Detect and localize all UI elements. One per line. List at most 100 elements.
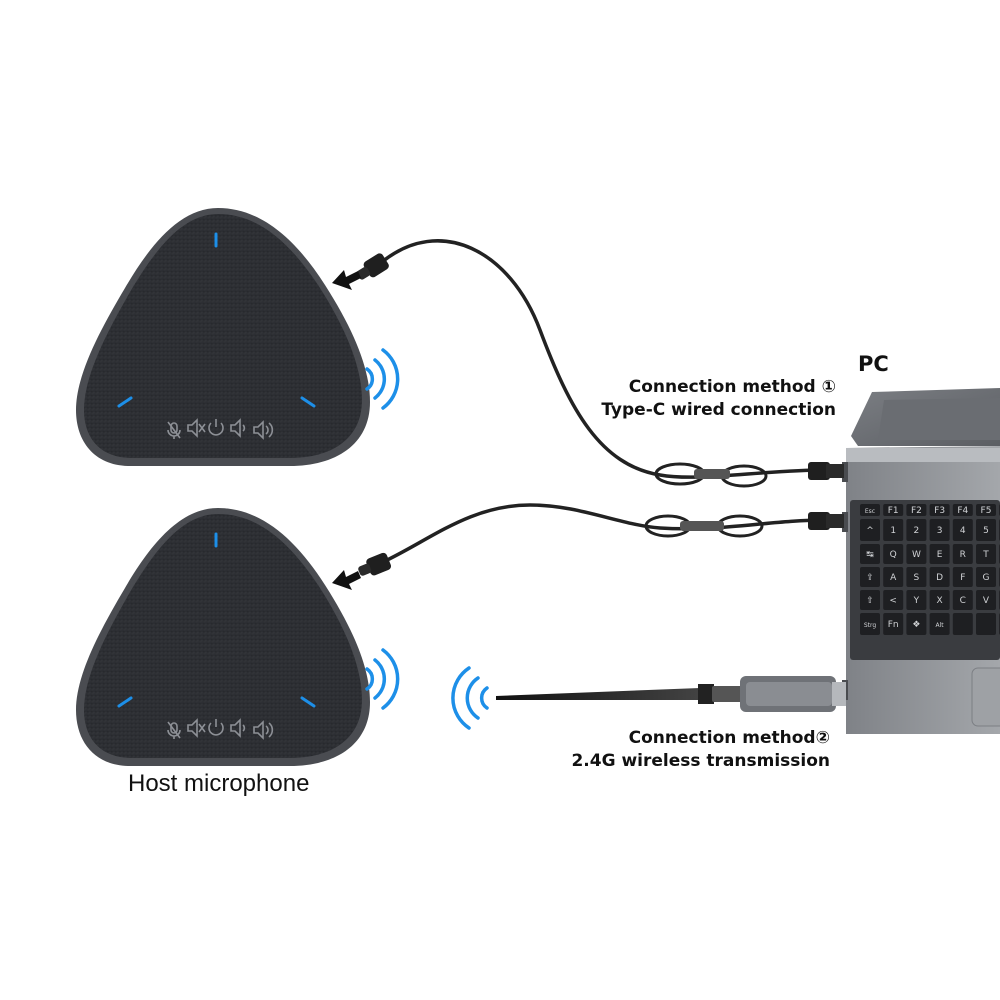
keyboard-key[interactable]: ⇪ <box>860 567 880 587</box>
keyboard-key[interactable]: 4 <box>952 519 973 541</box>
keyboard-key-label: 5 <box>983 526 989 536</box>
keyboard-key[interactable]: W <box>906 544 927 564</box>
keyboard-key[interactable]: F3 <box>929 504 950 516</box>
keyboard-key-label: F5 <box>981 506 992 516</box>
keyboard-key-label: T <box>982 550 989 560</box>
keyboard-key-label: Alt <box>936 622 945 629</box>
type-c-cable-1 <box>356 239 844 488</box>
keyboard-key-label: W <box>912 550 921 560</box>
keyboard-key-label: 4 <box>960 526 966 536</box>
power-icon[interactable] <box>208 719 224 736</box>
keyboard-key[interactable]: F5 <box>976 504 996 516</box>
keyboard-key[interactable]: 1 <box>883 519 904 541</box>
keyboard-key[interactable]: 3 <box>929 519 950 541</box>
connection-method-1-label: Connection method ① Type-C wired connect… <box>601 376 836 422</box>
keyboard-key-label: Fn <box>888 620 899 630</box>
keyboard-key[interactable]: < <box>883 590 904 610</box>
method-2-subtitle: 2.4G wireless transmission <box>571 751 830 771</box>
keyboard-key[interactable]: R <box>952 544 973 564</box>
keyboard-key[interactable]: D <box>929 567 950 587</box>
keyboard-key[interactable]: A <box>883 567 904 587</box>
speaker-mute-icon[interactable] <box>187 718 206 738</box>
keyboard-key-label: V <box>983 596 990 606</box>
keyboard-key[interactable]: S <box>906 567 927 587</box>
keyboard-key[interactable]: Fn <box>883 613 904 635</box>
keyboard-key-label: 3 <box>937 526 943 536</box>
touchpad[interactable] <box>971 667 1000 727</box>
keyboard-key[interactable]: Esc <box>860 504 880 516</box>
keyboard-key[interactable]: ^ <box>860 519 880 541</box>
keyboard-key-label: ⇪ <box>866 573 874 583</box>
keyboard-key[interactable]: F1 <box>883 504 904 516</box>
keyboard-key[interactable] <box>952 613 973 635</box>
connection-method-2-label: Connection method② 2.4G wireless transmi… <box>571 727 830 773</box>
keyboard-key-label: < <box>889 596 897 606</box>
host-microphone-label: Host microphone <box>128 770 310 797</box>
signal-waves-icon <box>365 648 400 710</box>
wireless-dongle <box>496 676 846 712</box>
keyboard-key-label: F1 <box>888 506 899 516</box>
keyboard-key-label: Y <box>913 596 920 606</box>
keyboard-key[interactable]: C <box>952 590 973 610</box>
keyboard-key[interactable]: X <box>929 590 950 610</box>
keyboard-key-label: ⇧ <box>866 596 874 606</box>
insert-arrow-icon <box>332 270 361 290</box>
keyboard-key-label: R <box>960 550 966 560</box>
keyboard-key-label: Q <box>890 550 897 560</box>
keyboard-key[interactable]: 5 <box>976 519 996 541</box>
keyboard-key-label: E <box>937 550 943 560</box>
keyboard-key[interactable]: Y <box>906 590 927 610</box>
host-microphone-device <box>76 508 370 766</box>
keyboard-key[interactable]: F4 <box>952 504 973 516</box>
mic-mute-icon[interactable] <box>167 721 181 739</box>
keyboard-key-label: Esc <box>865 508 875 515</box>
keyboard-key-label: F4 <box>957 506 968 516</box>
keyboard-key-label: G <box>983 573 990 583</box>
keyboard-key[interactable]: ↹ <box>860 544 880 564</box>
volume-up-icon[interactable] <box>253 720 274 740</box>
signal-waves-icon <box>365 348 400 410</box>
usb-port-bottom <box>842 512 848 532</box>
method-1-subtitle: Type-C wired connection <box>601 400 836 420</box>
keyboard-key[interactable]: T <box>976 544 996 564</box>
keyboard-key-label: A <box>890 573 897 583</box>
keyboard-key-label: F2 <box>911 506 922 516</box>
keyboard-key[interactable]: G <box>976 567 996 587</box>
keyboard-key[interactable]: V <box>976 590 996 610</box>
keyboard-key-label: 1 <box>890 526 896 536</box>
keyboard-key[interactable]: Strg <box>860 613 880 635</box>
volume-down-icon[interactable] <box>230 418 246 438</box>
keyboard-key-label: F3 <box>934 506 945 516</box>
keyboard-key-label: ^ <box>866 526 874 536</box>
laptop: EscF1F2F3F4F5F6^123456↹QWERTZ⇪ASDFGH⇧<YX… <box>842 388 1000 734</box>
signal-waves-icon <box>451 666 489 730</box>
keyboard-key-label: Strg <box>864 622 877 629</box>
keyboard: EscF1F2F3F4F5F6^123456↹QWERTZ⇪ASDFGH⇧<YX… <box>860 504 1000 635</box>
speakerphone-device <box>76 208 370 466</box>
keyboard-key-label: X <box>937 596 943 606</box>
volume-up-icon[interactable] <box>253 420 274 440</box>
keyboard-key[interactable]: F <box>952 567 973 587</box>
method-1-title: Connection method ① <box>628 377 836 397</box>
keyboard-key[interactable]: Alt <box>929 613 950 635</box>
keyboard-key-label: 2 <box>914 526 920 536</box>
keyboard-key[interactable]: E <box>929 544 950 564</box>
keyboard-key[interactable]: Q <box>883 544 904 564</box>
keyboard-key[interactable]: F2 <box>906 504 927 516</box>
keyboard-key-label: ❖ <box>912 620 920 630</box>
power-icon[interactable] <box>208 419 224 436</box>
keyboard-key[interactable] <box>976 613 996 635</box>
keyboard-key-label: F <box>960 573 965 583</box>
keyboard-key[interactable]: 2 <box>906 519 927 541</box>
keyboard-key[interactable]: ❖ <box>906 613 927 635</box>
method-2-title: Connection method② <box>628 728 830 748</box>
keyboard-key[interactable]: ⇧ <box>860 590 880 610</box>
usb-port-top <box>842 462 848 482</box>
volume-down-icon[interactable] <box>230 718 246 738</box>
keyboard-key-label: ↹ <box>866 550 874 560</box>
speaker-mute-icon[interactable] <box>187 418 206 438</box>
keyboard-key-label: C <box>960 596 966 606</box>
keyboard-key-label: D <box>936 573 943 583</box>
mic-mute-icon[interactable] <box>167 421 181 439</box>
